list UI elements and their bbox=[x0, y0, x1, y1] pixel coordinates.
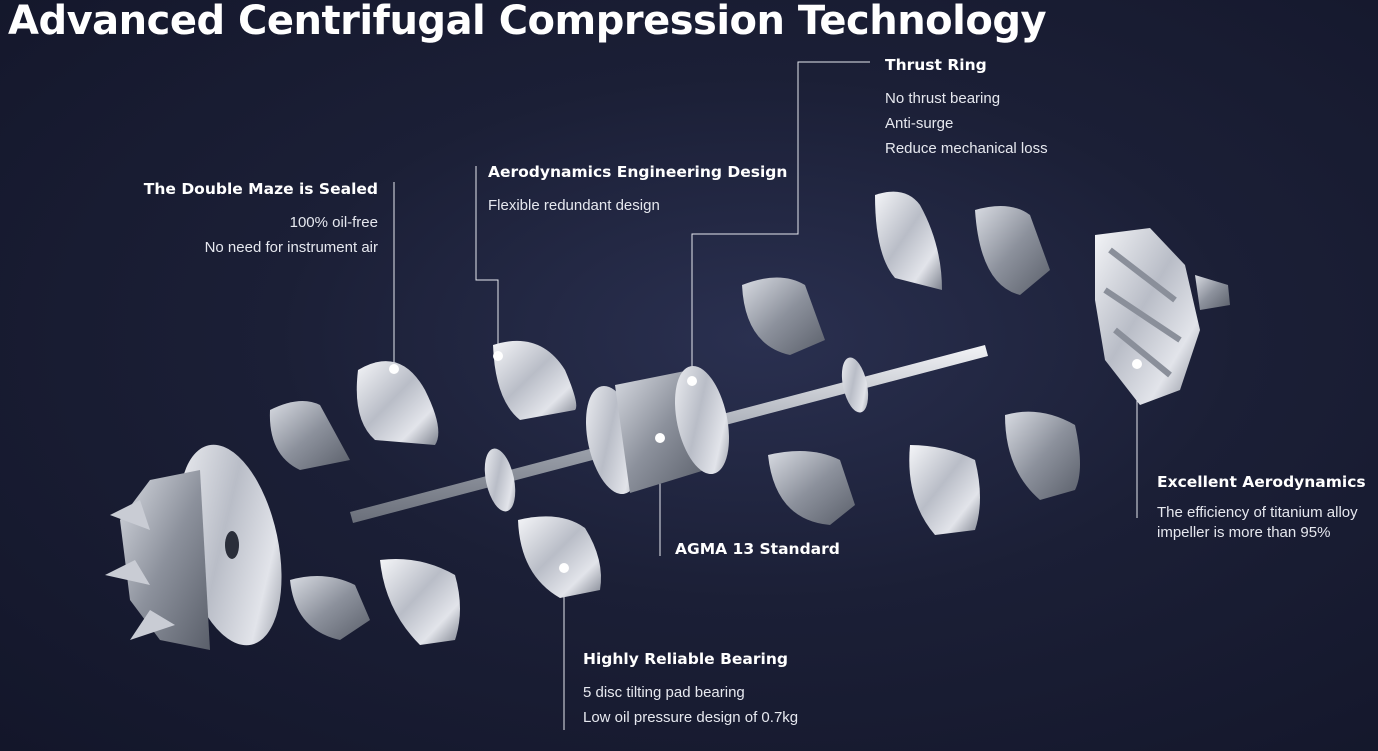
gear-rotor-assembly bbox=[484, 357, 869, 512]
callout-thrust-ring-line-1: No thrust bearing bbox=[885, 90, 1001, 107]
callout-double-maze-line-1: 100% oil-free bbox=[289, 214, 378, 231]
left-impeller bbox=[105, 444, 282, 650]
callout-aero-design: Aerodynamics Engineering Design Flexible… bbox=[488, 163, 787, 218]
callout-excellent-aero-line-1: The efficiency of titanium alloy bbox=[1157, 504, 1358, 521]
marker-excellent-aero bbox=[1132, 359, 1142, 369]
marker-double-maze bbox=[389, 364, 399, 374]
callout-bearing: Highly Reliable Bearing 5 disc tilting p… bbox=[583, 650, 798, 730]
callout-double-maze: The Double Maze is Sealed 100% oil-free … bbox=[144, 180, 378, 260]
callout-thrust-ring: Thrust Ring No thrust bearing Anti-surge… bbox=[885, 56, 1048, 161]
leader-aero-design bbox=[475, 166, 499, 355]
leader-thrust-ring bbox=[691, 61, 870, 380]
component-parts bbox=[269, 191, 1080, 645]
callout-thrust-ring-heading: Thrust Ring bbox=[885, 56, 987, 74]
marker-agma bbox=[655, 433, 665, 443]
callout-excellent-aero: Excellent Aerodynamics The efficiency of… bbox=[1157, 473, 1366, 543]
marker-bearing bbox=[559, 563, 569, 573]
callout-excellent-aero-line-2: impeller is more than 95% bbox=[1157, 524, 1331, 541]
callout-thrust-ring-line-3: Reduce mechanical loss bbox=[885, 140, 1048, 157]
callout-bearing-line-2: Low oil pressure design of 0.7kg bbox=[583, 709, 799, 726]
page-title: Advanced Centrifugal Compression Technol… bbox=[8, 0, 1047, 44]
callout-thrust-ring-line-2: Anti-surge bbox=[885, 115, 954, 132]
marker-aero-design bbox=[493, 351, 503, 361]
right-impeller bbox=[1095, 228, 1230, 405]
callout-double-maze-line-2: No need for instrument air bbox=[204, 239, 378, 256]
callout-double-maze-heading: The Double Maze is Sealed bbox=[143, 180, 378, 198]
callout-aero-design-heading: Aerodynamics Engineering Design bbox=[488, 163, 788, 181]
callout-agma-heading: AGMA 13 Standard bbox=[675, 540, 840, 558]
callout-bearing-line-1: 5 disc tilting pad bearing bbox=[583, 684, 745, 701]
callout-aero-design-line-1: Flexible redundant design bbox=[488, 197, 660, 214]
callout-bearing-heading: Highly Reliable Bearing bbox=[583, 650, 788, 668]
callout-excellent-aero-heading: Excellent Aerodynamics bbox=[1157, 473, 1366, 491]
callout-markers bbox=[389, 351, 1142, 573]
callout-agma: AGMA 13 Standard bbox=[675, 540, 840, 570]
marker-thrust-ring bbox=[687, 376, 697, 386]
